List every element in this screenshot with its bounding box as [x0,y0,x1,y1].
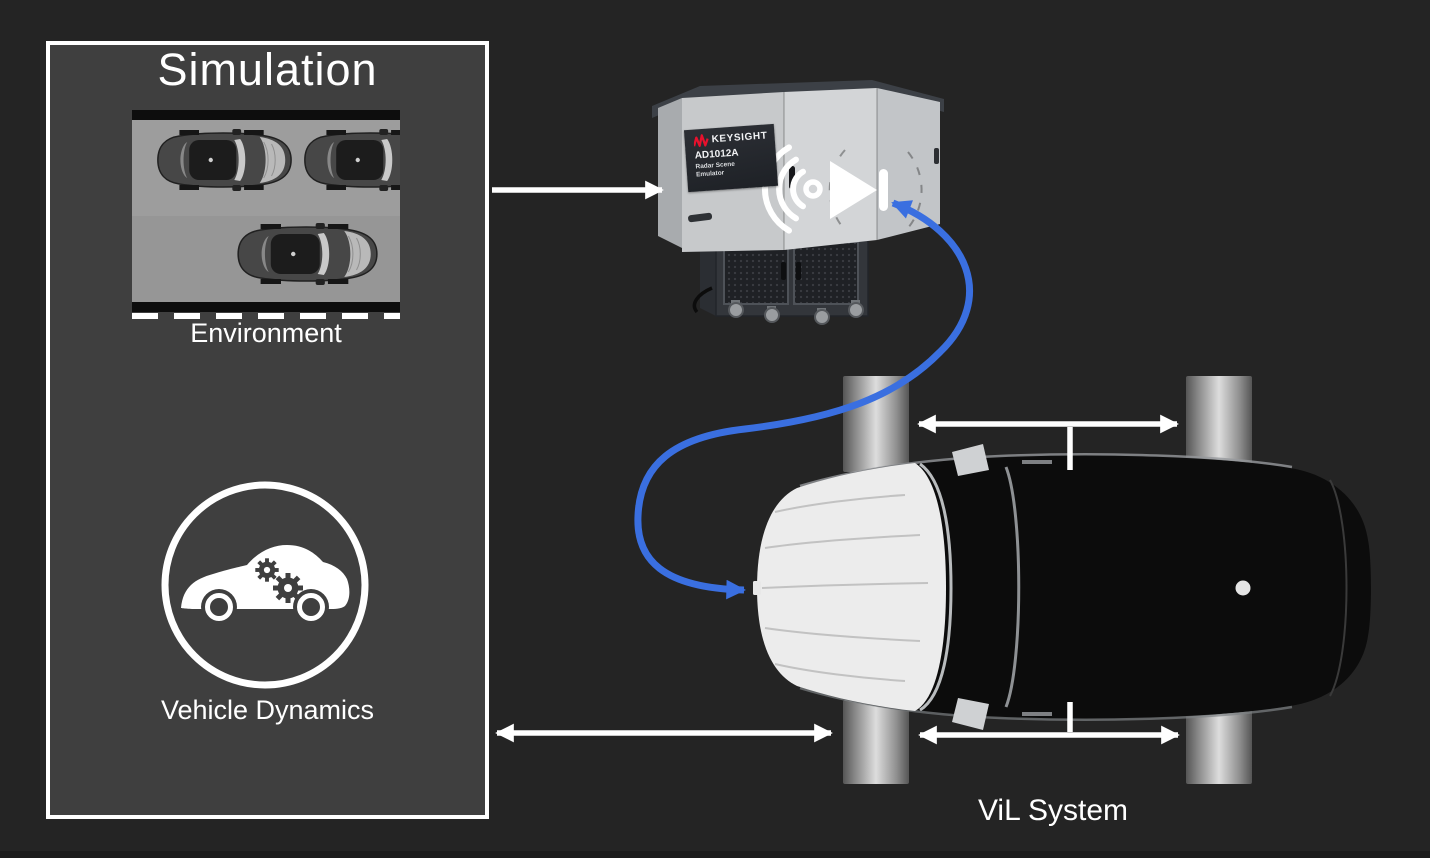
test-vehicle [753,444,1371,730]
front-radar-sensor [753,581,761,595]
car-top-icon [157,128,292,192]
road-edge-bottom [132,302,400,312]
vehicle-dynamics-label: Vehicle Dynamics [160,695,375,725]
target-bar-icon [879,169,888,211]
caster-wheels [728,300,864,325]
keysight-brand: KEYSIGHT [711,130,768,146]
radar-scene-emulator [652,80,944,325]
play-triangle-icon [830,161,877,219]
dyno-rollers [843,376,1252,784]
road-edge-top [132,110,400,120]
emulator-cart [692,229,869,325]
car-side-icon [181,545,350,625]
cart-door-left [723,241,789,305]
dyno-roller-front-right [843,700,909,784]
car-top-icon [237,222,378,286]
environment-cars [157,128,400,286]
handle-bracket [688,212,713,223]
cart-door-right [793,241,859,305]
vil-system-label: ViL System [977,794,1129,827]
bottom-edge-strip [0,851,1430,858]
keysight-spark-icon [693,134,709,147]
vehicle-hood [757,463,946,711]
dyno-roller-front-left [843,376,909,472]
gear-icon [273,573,303,603]
gear-icon [255,558,279,582]
lane-marking [132,313,400,319]
vehicle-dynamics-icon [161,481,369,689]
signal-arrows [492,180,1180,745]
door-latch [789,166,795,189]
radar-link-cable [634,199,974,600]
environment-label: Environment [190,318,342,348]
radar-dot-icon [803,179,823,199]
keysight-label-plate: KEYSIGHT AD1012A Radar Scene Emulator [683,123,779,193]
dyno-roller-rear-right [1186,700,1252,784]
environment-figure [132,110,400,319]
side-mirror-left [952,444,989,476]
simulation-title: Simulation [157,44,378,95]
car-top-icon [304,128,400,192]
power-cable [692,286,713,314]
circle-ring [161,481,369,689]
side-mirror-right [952,698,989,730]
roof-antenna [1235,580,1251,596]
dyno-roller-rear-left [1186,376,1252,472]
